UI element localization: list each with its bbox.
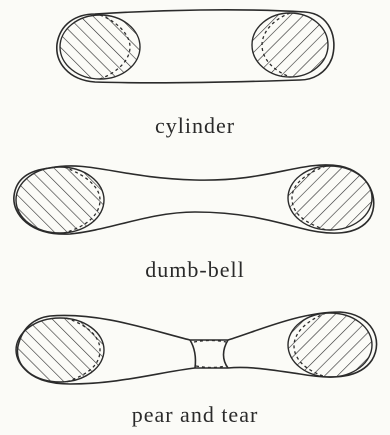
caption-pear-and-tear: pear and tear <box>0 402 390 428</box>
caption-cylinder: cylinder <box>0 113 390 139</box>
pear-and-tear-shape <box>16 312 377 384</box>
cylinder-shape <box>57 10 334 83</box>
caption-dumb-bell: dumb-bell <box>0 257 390 283</box>
dumb-bell-shape <box>14 165 374 234</box>
